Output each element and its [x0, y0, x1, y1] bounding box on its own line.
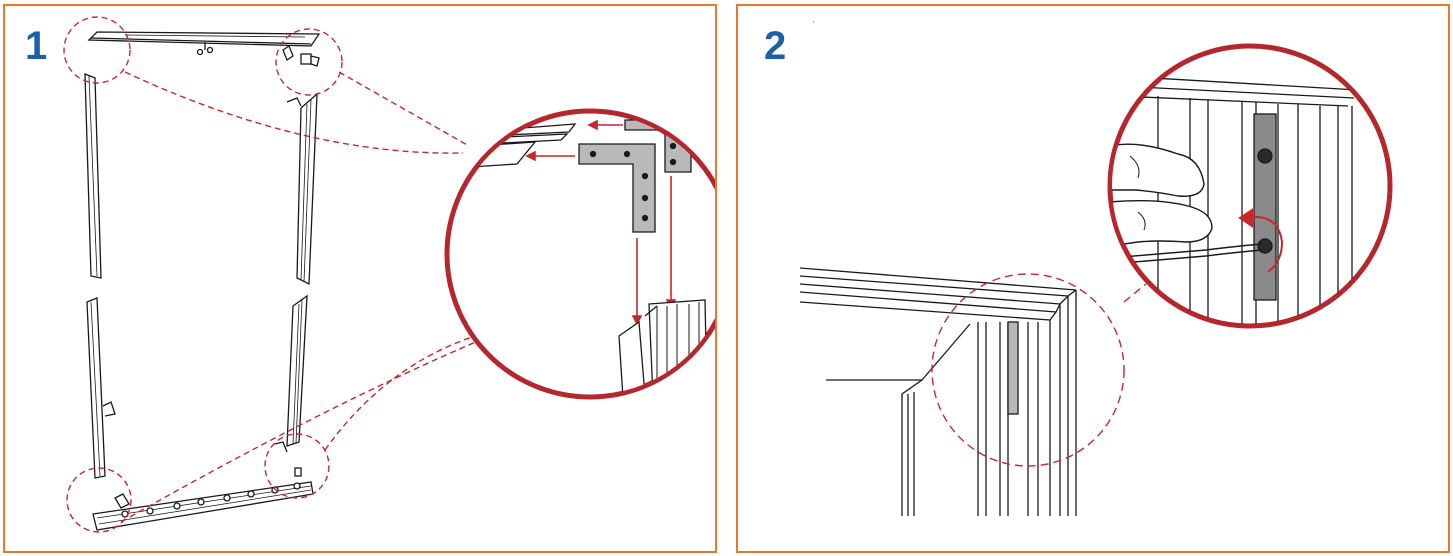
- right-lower-post: [274, 294, 308, 477]
- step-2-panel: 2: [736, 4, 1450, 553]
- allen-key-icon: [1112, 243, 1263, 265]
- bottom-rail: [92, 481, 314, 531]
- hand-icon: [1112, 143, 1213, 247]
- right-upper-post: [286, 92, 318, 286]
- dashed-callout: [931, 273, 1147, 467]
- step-number-1: 1: [25, 24, 48, 68]
- magnifier-circle: [1107, 43, 1393, 329]
- step-number-2: 2: [764, 24, 787, 68]
- left-upper-post: [84, 73, 102, 279]
- dashed-callout-circles: [63, 16, 486, 533]
- step-1-panel: 1: [3, 4, 717, 553]
- tick-mark: ': [813, 22, 815, 28]
- frame-corner: [799, 267, 1077, 516]
- rotate-arrow: [1238, 208, 1284, 273]
- step-2-illustration: [799, 43, 1393, 516]
- step-1-illustration: [63, 16, 715, 533]
- top-rail: [87, 31, 321, 67]
- magnifier-circle: [444, 108, 715, 400]
- left-lower-post: [86, 297, 116, 479]
